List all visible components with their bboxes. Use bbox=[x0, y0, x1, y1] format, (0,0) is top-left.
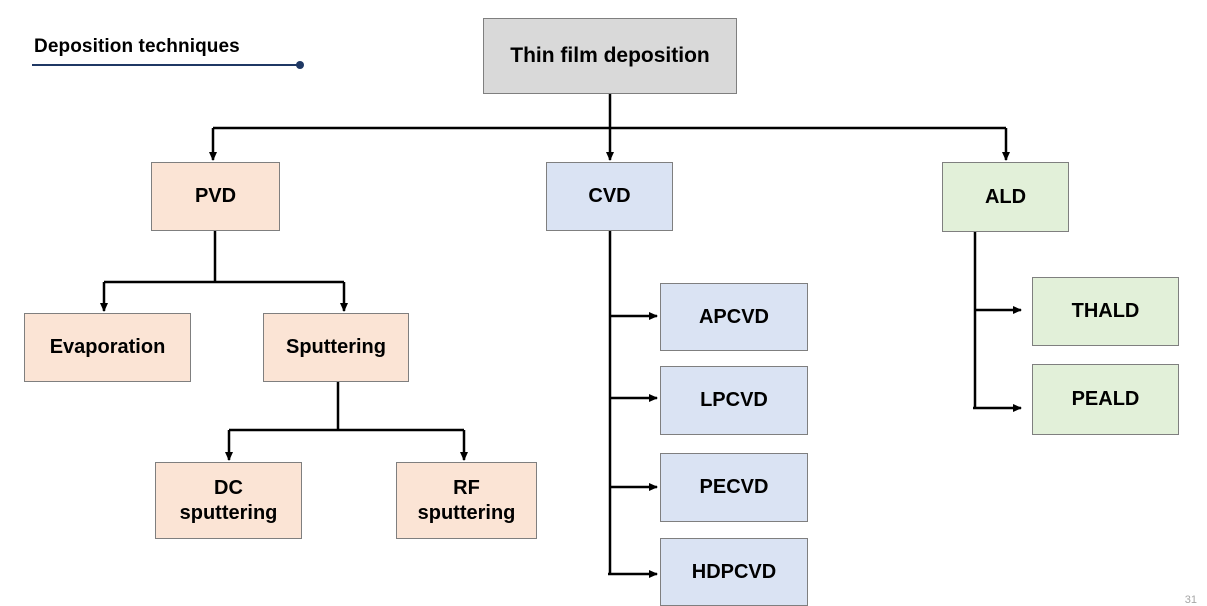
pecvd-node-label: PECVD bbox=[699, 476, 769, 498]
thald-node: THALD bbox=[1032, 277, 1179, 346]
peald-node-label: PEALD bbox=[1071, 388, 1140, 410]
peald-node: PEALD bbox=[1032, 364, 1179, 435]
dc-sputtering-line1: DC bbox=[214, 476, 243, 499]
ald-node: ALD bbox=[942, 162, 1069, 232]
hdpcvd-node-label: HDPCVD bbox=[691, 560, 777, 583]
rf-sputtering-line1: RF bbox=[453, 476, 480, 499]
section-heading: Deposition techniques bbox=[34, 36, 240, 57]
apcvd-node-label: APCVD bbox=[698, 305, 769, 328]
rf-sputtering-node: RF sputtering bbox=[396, 462, 537, 539]
dc-sputtering-node: DC sputtering bbox=[155, 462, 302, 539]
sputtering-node-label: Sputtering bbox=[286, 336, 386, 358]
lpcvd-node-label: LPCVD bbox=[700, 389, 768, 411]
sputtering-node: Sputtering bbox=[263, 313, 409, 382]
lpcvd-node: LPCVD bbox=[660, 366, 808, 435]
heading-underline-dot bbox=[296, 61, 304, 69]
page-number: 31 bbox=[1184, 594, 1197, 606]
apcvd-node: APCVD bbox=[660, 283, 808, 351]
hdpcvd-node: HDPCVD bbox=[660, 538, 808, 606]
pecvd-node: PECVD bbox=[660, 453, 808, 522]
root-node: Thin film deposition bbox=[483, 18, 737, 94]
thald-node-label: THALD bbox=[1071, 300, 1140, 322]
root-node-label: Thin film deposition bbox=[510, 43, 710, 67]
ald-node-label: ALD bbox=[984, 185, 1027, 208]
heading-underline bbox=[32, 64, 300, 66]
pvd-node: PVD bbox=[151, 162, 280, 231]
pvd-node-label: PVD bbox=[194, 185, 237, 207]
dc-sputtering-line2: sputtering bbox=[179, 501, 278, 524]
cvd-node-label: CVD bbox=[588, 185, 631, 207]
rf-sputtering-line2: sputtering bbox=[417, 501, 516, 524]
evaporation-node-label: Evaporation bbox=[49, 336, 166, 358]
evaporation-node: Evaporation bbox=[24, 313, 191, 382]
cvd-node: CVD bbox=[546, 162, 673, 231]
